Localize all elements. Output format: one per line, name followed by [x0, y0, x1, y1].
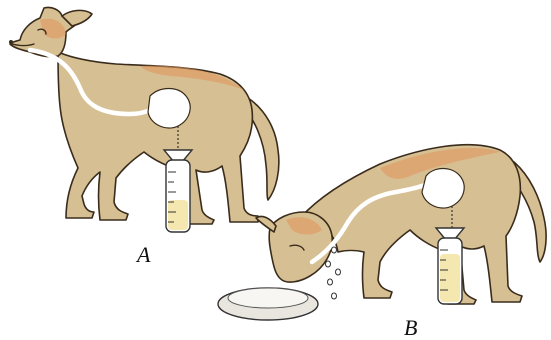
panel-label-b: B [404, 317, 417, 339]
dog-b-ear [256, 216, 276, 232]
dog-a-body [58, 52, 258, 224]
dog-a-illustration [9, 7, 279, 232]
dog-b-stomach [422, 169, 464, 209]
panel-label-a: A [137, 244, 150, 266]
food-bowl [218, 288, 318, 320]
dog-a-stomach [148, 89, 190, 129]
